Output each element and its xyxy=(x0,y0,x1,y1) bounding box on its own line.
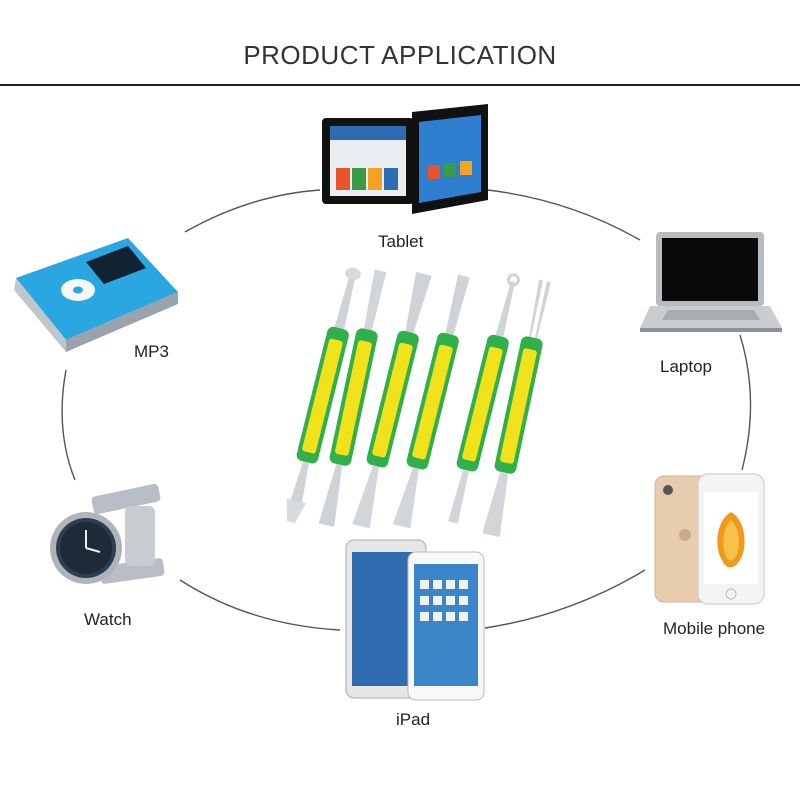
pry-tool-6 xyxy=(482,279,551,538)
pry-tool-2 xyxy=(318,269,387,527)
pry-tool-4 xyxy=(392,274,470,529)
mp3-icon xyxy=(14,238,178,352)
label-laptop: Laptop xyxy=(660,357,712,376)
pry-tool-set xyxy=(286,267,551,538)
pry-tool-5 xyxy=(448,273,520,524)
tablet-icon xyxy=(322,104,488,214)
label-mp3: MP3 xyxy=(134,342,169,361)
label-mobile-phone: Mobile phone xyxy=(663,619,766,638)
ipad-icon xyxy=(345,539,485,701)
page-title: PRODUCT APPLICATION xyxy=(243,40,557,70)
mobile-phone-icon xyxy=(654,473,765,605)
connector-arcs xyxy=(61,189,752,631)
label-tablet: Tablet xyxy=(378,232,424,251)
watch-icon xyxy=(50,483,165,584)
label-watch: Watch xyxy=(84,610,132,629)
title-underline xyxy=(0,84,800,86)
label-ipad: iPad xyxy=(396,710,431,729)
pry-tool-3 xyxy=(352,271,432,529)
laptop-icon xyxy=(640,232,782,332)
pry-tool-1 xyxy=(286,267,361,524)
